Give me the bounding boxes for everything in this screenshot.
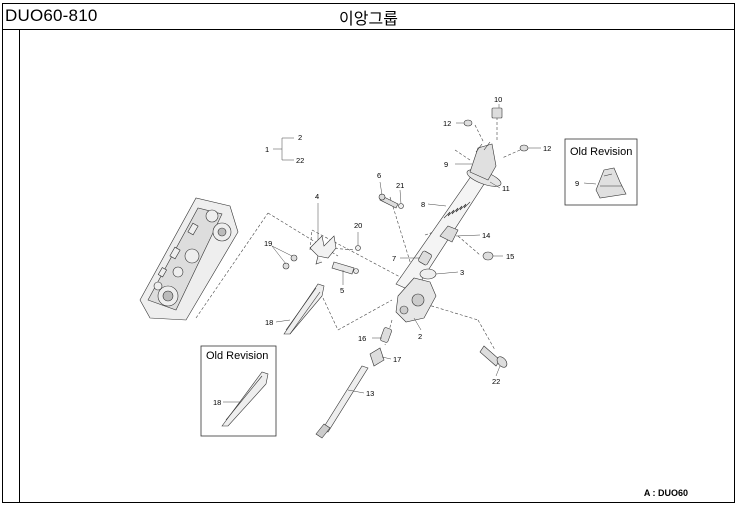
collar xyxy=(418,250,432,266)
small-bolts xyxy=(463,119,529,152)
callout-22: 22 xyxy=(492,377,500,386)
old-top-housing xyxy=(595,167,627,199)
callout-14: 14 xyxy=(482,231,490,240)
pivot-pin xyxy=(479,345,508,368)
title-block: DUO60-810 이앙그룹 xyxy=(3,4,734,30)
leader-lines xyxy=(271,104,541,394)
callout-12-left: 12 xyxy=(443,119,451,128)
callout-4: 4 xyxy=(315,192,319,201)
callout-12-right: 12 xyxy=(543,144,551,153)
callout-1: 1 xyxy=(265,145,269,154)
coupling-16 xyxy=(380,327,392,343)
top-housing xyxy=(469,141,497,181)
old-revision-box-right: Old Revision 9 xyxy=(564,138,638,206)
ring-3 xyxy=(419,268,437,280)
clamp-block xyxy=(439,225,459,243)
small-ring xyxy=(355,245,361,251)
part-code: DUO60-810 xyxy=(5,6,98,25)
old-shift-fork xyxy=(221,371,269,427)
callout-13: 13 xyxy=(366,389,374,398)
callout-22-kit: 22 xyxy=(296,156,304,165)
callout-9-old: 9 xyxy=(575,179,579,188)
callout-20: 20 xyxy=(354,221,362,230)
callout-16: 16 xyxy=(358,334,366,343)
top-cap xyxy=(491,107,503,119)
callout-2: 2 xyxy=(418,332,422,341)
nut xyxy=(398,203,404,209)
drawing-frame: DUO60-810 이앙그룹 A : DUO60 xyxy=(2,3,735,503)
shift-fork xyxy=(283,283,325,335)
group-title: 이앙그룹 xyxy=(339,9,398,28)
callout-18-old: 18 xyxy=(213,398,221,407)
callout-7: 7 xyxy=(392,254,396,263)
callout-17: 17 xyxy=(393,355,401,364)
coil-spring xyxy=(443,201,471,219)
callout-labels: 1 2 22 4 19 5 20 6 21 8 7 3 14 15 11 9 1… xyxy=(264,95,551,398)
callout-18: 18 xyxy=(265,318,273,327)
callout-10: 10 xyxy=(494,95,502,104)
callout-15: 15 xyxy=(506,252,514,261)
column-tube xyxy=(395,171,489,293)
callout-3: 3 xyxy=(460,268,464,277)
bracket-plate xyxy=(309,235,337,265)
callout-6: 6 xyxy=(377,171,381,180)
plug-bolt xyxy=(482,251,494,261)
callout-8: 8 xyxy=(421,200,425,209)
callout-9: 9 xyxy=(444,160,448,169)
left-margin-line xyxy=(19,30,20,502)
old-revision-title: Old Revision xyxy=(570,146,632,158)
callout-5: 5 xyxy=(340,286,344,295)
callout-21: 21 xyxy=(396,181,404,190)
gear-case xyxy=(395,277,437,323)
coupling-17 xyxy=(369,347,385,367)
shift-shaft xyxy=(331,261,359,275)
adjust-screw xyxy=(378,193,399,209)
transmission-housing xyxy=(139,197,239,321)
callout-11: 11 xyxy=(502,184,510,193)
model-note: A : DUO60 xyxy=(643,488,688,498)
balls xyxy=(282,254,298,270)
callout-2-kit: 2 xyxy=(298,133,302,142)
callout-19: 19 xyxy=(264,239,272,248)
drive-shaft xyxy=(315,365,369,439)
old-revision-title: Old Revision xyxy=(206,350,268,362)
old-revision-box-left: Old Revision 18 xyxy=(200,345,277,437)
